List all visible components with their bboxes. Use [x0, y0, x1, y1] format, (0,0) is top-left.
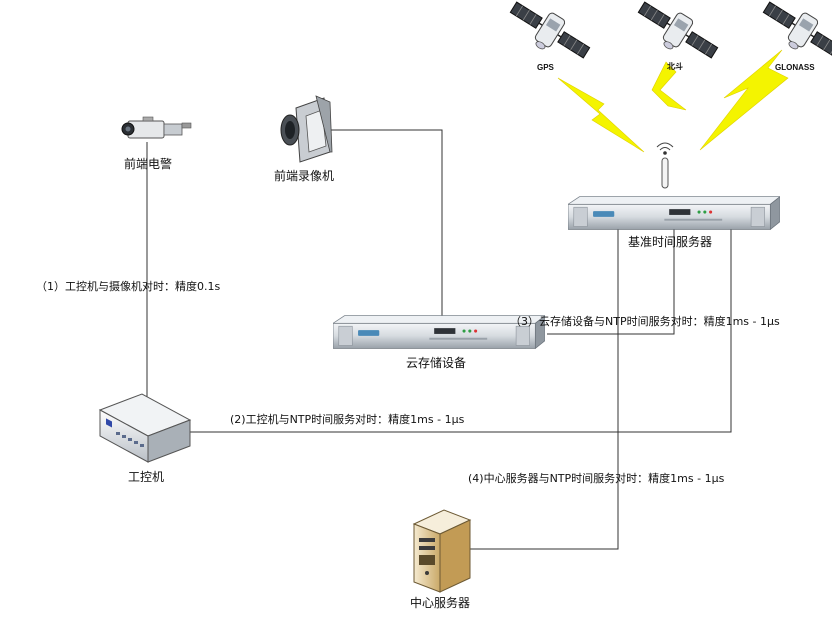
- glonass-signal-bolt: [699, 49, 789, 151]
- gps-satellite-icon: [505, 0, 595, 60]
- link-ipc-ntp: [188, 229, 732, 433]
- front-camera-label: 前端电警: [124, 157, 173, 171]
- front-recorder-label: 前端录像机: [274, 169, 335, 183]
- connection-lines: [146, 129, 732, 550]
- glonass-label: GLONASS: [775, 63, 815, 72]
- reference-time-server-icon: [568, 196, 780, 230]
- cloud-storage-label: 云存储设备: [406, 356, 467, 370]
- satellite-signals: [557, 49, 789, 153]
- industrial-pc-icon: [98, 393, 192, 463]
- beidou-signal-bolt: [651, 61, 687, 111]
- central-server-label: 中心服务器: [410, 596, 471, 610]
- link-label-server-ntp: (4)中心服务器与NTP时间服务对时：精度1ms - 1μs: [468, 472, 725, 485]
- video-recorder-icon: [280, 95, 333, 163]
- gps-signal-bolt: [557, 77, 645, 153]
- link-label-storage-ntp: （3）云存储设备与NTP时间服务对时：精度1ms - 1μs: [510, 315, 780, 328]
- gps-label: GPS: [537, 63, 554, 72]
- antenna-icon: [656, 142, 674, 189]
- reference-time-server-label: 基准时间服务器: [628, 235, 713, 249]
- cctv-camera-icon: [121, 116, 192, 139]
- tower-server-icon: [412, 509, 472, 593]
- glonass-satellite-icon: [758, 0, 832, 60]
- link-recorder-storage: [330, 129, 443, 318]
- link-storage-ntp: [547, 229, 675, 335]
- beidou-label: 北斗: [667, 62, 683, 71]
- link-label-ipc-ntp: (2)工控机与NTP时间服务对时：精度1ms - 1μs: [230, 413, 465, 426]
- link-label-ipc-camera: （1）工控机与摄像机对时：精度0.1s: [36, 280, 221, 293]
- link-server-ntp: [465, 229, 619, 550]
- industrial-pc-label: 工控机: [128, 470, 165, 484]
